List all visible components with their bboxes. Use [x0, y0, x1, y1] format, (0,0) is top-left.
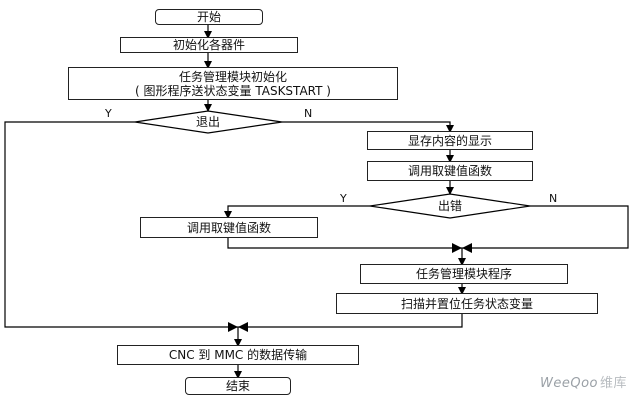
edge-exit-no: [282, 121, 454, 133]
task-program-node: 任务管理模块程序: [360, 264, 568, 284]
task-init-label-line1: 任务管理模块初始化: [178, 69, 287, 84]
scan-set-status-node: 扫描并置位任务状态变量: [336, 293, 598, 314]
merge-point-2: [228, 322, 248, 332]
error-decision-label: 出错: [437, 199, 462, 213]
call-key-func-2-node: 调用取键值函数: [140, 217, 318, 238]
display-memory-node: 显存内容的显示: [367, 131, 533, 150]
edge-error-no: [462, 205, 629, 249]
error-no-label: N: [549, 192, 558, 205]
task-init-node: 任务管理模块初始化 ( 图形程序送状态变量 TASKSTART ): [68, 67, 398, 100]
task-program-label: 任务管理模块程序: [415, 267, 512, 281]
call-key-func-1-label: 调用取键值函数: [407, 164, 492, 178]
exit-decision-label: 退出: [195, 115, 220, 129]
end-label: 结束: [225, 379, 250, 393]
start-node: 开始: [155, 9, 263, 25]
merge-point-1: [452, 243, 472, 253]
watermark-brand: WeeQoo: [540, 376, 598, 391]
start-label: 开始: [196, 10, 221, 24]
call-key-func-1-node: 调用取键值函数: [367, 161, 533, 181]
end-node: 结束: [185, 377, 291, 395]
error-yes-label: Y: [340, 192, 347, 205]
data-transfer-node: CNC 到 MMC 的数据传输: [117, 345, 359, 365]
exit-yes-label: Y: [105, 107, 112, 120]
call-key-func-2-label: 调用取键值函数: [186, 220, 271, 235]
exit-decision-diamond: [134, 110, 283, 134]
init-devices-label: 初始化各器件: [172, 38, 245, 52]
display-memory-label: 显存内容的显示: [407, 133, 492, 148]
edge-exit-yes: [4, 121, 238, 328]
exit-no-label: N: [304, 107, 313, 120]
data-transfer-label: CNC 到 MMC 的数据传输: [168, 348, 308, 362]
init-devices-node: 初始化各器件: [120, 37, 298, 53]
edge-callkey2-merge: [227, 238, 462, 249]
task-init-label-line2: ( 图形程序送状态变量 TASKSTART ): [135, 83, 331, 98]
error-decision-diamond: [369, 193, 531, 219]
edge-error-yes: [224, 205, 370, 219]
edge-scan-merge: [238, 314, 463, 328]
watermark-suffix: 维库: [600, 376, 628, 391]
scan-set-status-label: 扫描并置位任务状态变量: [400, 296, 533, 311]
